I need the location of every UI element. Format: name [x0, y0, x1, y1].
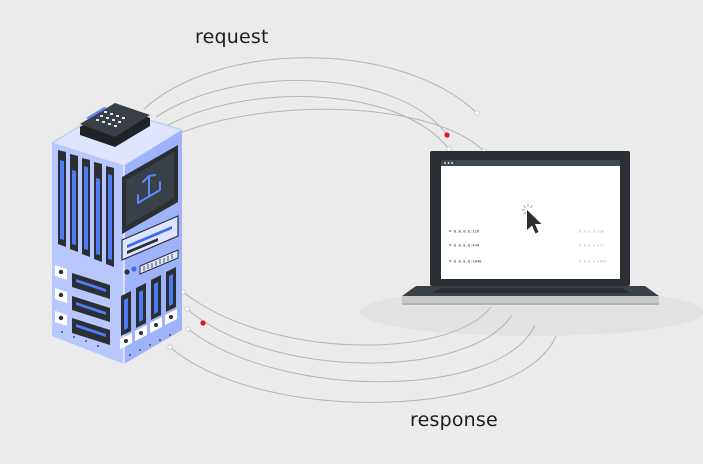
keypad-key	[122, 117, 125, 119]
response-line-1	[182, 291, 492, 346]
status-led-icon	[131, 266, 137, 272]
slot	[96, 178, 100, 255]
endpoint-dot	[184, 306, 190, 312]
upload-icon	[137, 174, 161, 204]
request-line-4	[179, 108, 485, 152]
window-dot-icon	[447, 162, 450, 164]
response-label: response	[410, 409, 498, 431]
drive-column-light	[139, 290, 143, 322]
keypad-key	[104, 111, 107, 113]
keypad-key	[118, 121, 121, 123]
server-slots	[58, 150, 114, 267]
row-right-value: 0.0.0.0:4869	[579, 259, 607, 264]
row-bullet-icon	[449, 244, 451, 246]
drive-column-light	[124, 298, 128, 330]
endpoint-dot	[446, 146, 452, 152]
keypad-strip	[86, 107, 107, 119]
drive-cap-dot	[169, 315, 173, 319]
slot	[60, 160, 64, 240]
row-right-value: 0.0.0.0:451	[579, 243, 605, 248]
keypad-key	[114, 125, 117, 127]
vent-dots	[61, 331, 171, 356]
window-dot-icon	[451, 162, 453, 164]
request-line-1	[143, 57, 478, 114]
drive-column-light	[154, 282, 158, 314]
response-line-3	[187, 324, 536, 383]
request-label: request	[195, 26, 269, 48]
keypad-key	[100, 115, 103, 117]
response-line-2	[186, 308, 513, 364]
keypad-key	[112, 119, 115, 121]
request-lines	[143, 57, 485, 152]
request-line-3	[167, 96, 450, 150]
laptop-base	[402, 296, 659, 304]
keypad-key	[110, 113, 113, 115]
row-left-value: 0.0.0.0:1040	[454, 259, 482, 264]
tick-marks	[143, 254, 173, 271]
laptop: 0.0.0.0:126 0.0.0.0:330 0.0.0.0:449 0.0.…	[402, 151, 659, 305]
request-endpoints	[446, 110, 487, 154]
row-right-value: 0.0.0.0:330	[579, 229, 605, 234]
drive-column-light	[169, 274, 173, 306]
drive-cap-dot	[139, 331, 143, 335]
endpoint-dot	[167, 344, 173, 350]
response-line-4	[169, 335, 557, 403]
keypad-key	[106, 117, 109, 119]
row-bullet-icon	[449, 230, 451, 232]
row-left-value: 0.0.0.0:126	[454, 229, 480, 234]
indicator-dot	[58, 269, 64, 275]
browser-toolbar	[441, 160, 620, 166]
indicator-dot	[58, 315, 64, 321]
row-bullet-icon	[449, 260, 451, 262]
power-button-icon	[124, 269, 130, 275]
response-packet	[200, 320, 206, 326]
drive-columns	[120, 267, 177, 349]
keypad-key	[116, 115, 119, 117]
laptop-base-edge	[402, 303, 659, 305]
drive-bay-light	[76, 279, 106, 292]
mouse-cursor-icon	[527, 210, 542, 234]
drive-cap-dot	[124, 339, 128, 343]
keypad-key	[96, 119, 99, 121]
endpoint-dot	[474, 110, 480, 116]
endpoint-dot	[185, 326, 191, 332]
keypad-keys	[96, 111, 125, 127]
slot	[84, 166, 88, 250]
window-dot-icon	[444, 162, 446, 164]
request-line-2	[155, 80, 448, 136]
loading-spinner-icon	[521, 203, 533, 215]
row-left-value: 0.0.0.0:449	[454, 243, 480, 248]
drive-cap-dot	[154, 323, 158, 327]
address-list: 0.0.0.0:126 0.0.0.0:330 0.0.0.0:449 0.0.…	[449, 229, 607, 264]
server	[50, 103, 184, 364]
drive-bay-light	[76, 324, 106, 337]
laptop-keyboard-inset	[432, 288, 630, 293]
keypad-key	[108, 123, 111, 125]
keypad-device	[80, 103, 150, 147]
server-left-indicators	[55, 265, 110, 345]
drive-bay-light	[76, 302, 106, 315]
keypad-key	[102, 121, 105, 123]
status-bar	[127, 226, 172, 248]
status-bar	[127, 238, 158, 254]
slot	[72, 170, 76, 245]
response-lines	[169, 291, 557, 403]
slot	[108, 174, 112, 260]
indicator-dot	[58, 292, 64, 298]
request-packet	[444, 132, 450, 138]
tick-strip	[139, 249, 179, 275]
